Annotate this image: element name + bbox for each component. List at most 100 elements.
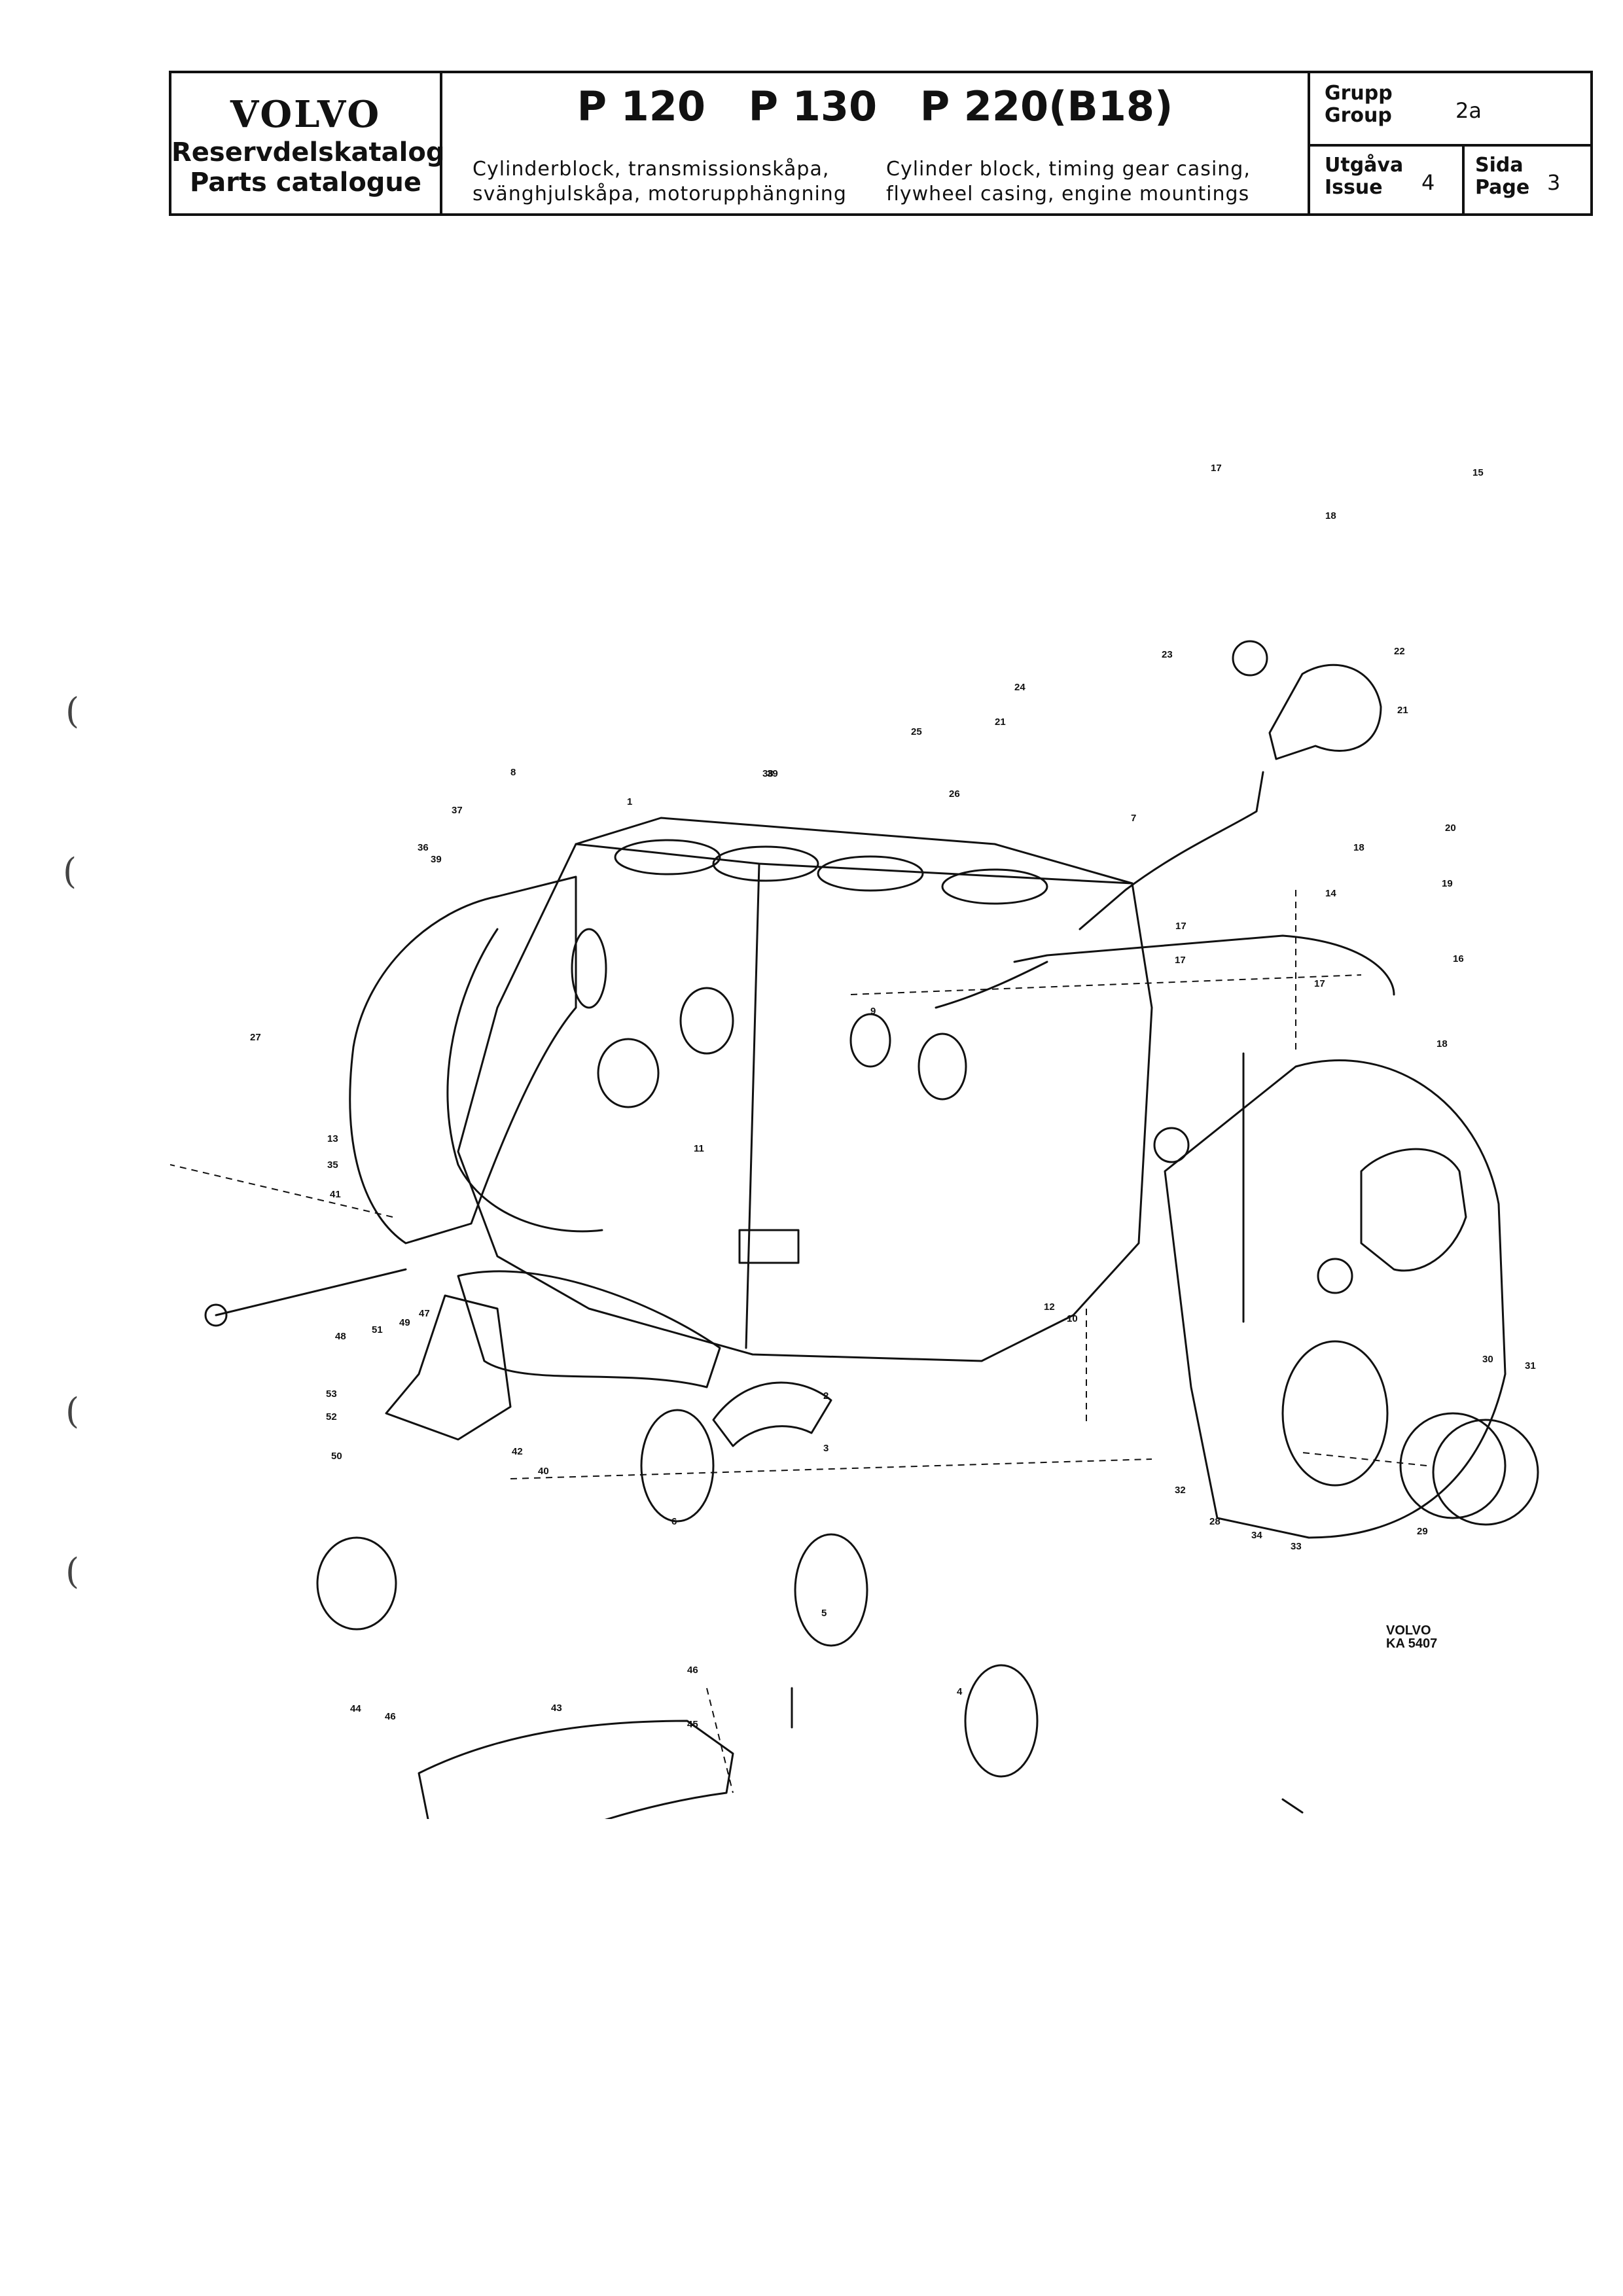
part-callout-46: 46	[385, 1711, 396, 1722]
part-callout-3: 3	[823, 1443, 829, 1454]
part-callout-40: 40	[538, 1466, 549, 1477]
part-callout-39: 39	[767, 768, 778, 779]
part-callout-34: 34	[1251, 1530, 1262, 1541]
bore-2	[712, 845, 819, 882]
flywheel-casing	[349, 875, 577, 1245]
seal-ring-30	[1399, 1412, 1507, 1519]
part-callout-26: 26	[949, 788, 960, 800]
flywheel-casing-inner	[446, 928, 603, 1233]
model-p120: P 120	[577, 82, 706, 130]
drawing-stamp: VOLVO KA 5407	[1386, 1624, 1437, 1650]
part-callout-17: 17	[1175, 955, 1186, 966]
part-callout-15: 15	[1472, 467, 1484, 478]
model-p220: P 220(B18)	[919, 82, 1173, 130]
punch-hole-mark: (	[65, 690, 80, 732]
part-callout-42: 42	[512, 1446, 523, 1457]
page-label: Sida Page	[1475, 154, 1529, 199]
part-callout-8: 8	[510, 767, 516, 778]
oil-pan-plate	[418, 1720, 734, 1819]
part-callout-32: 32	[1175, 1485, 1186, 1496]
page-label-sv: Sida	[1475, 154, 1524, 177]
description-sv-line: svänghjulskåpa, motorupphängning	[473, 183, 847, 205]
page-value: 3	[1547, 170, 1561, 195]
part-callout-25: 25	[911, 726, 922, 737]
issue-value: 4	[1421, 170, 1435, 195]
cylinder-block-front	[745, 862, 760, 1349]
part-callout-36: 36	[418, 842, 429, 853]
part-callout-18: 18	[1436, 1038, 1448, 1050]
part-callout-28: 28	[1209, 1516, 1221, 1527]
model-list: P 120 P 130 P 220(B18)	[442, 82, 1308, 130]
part-callout-39: 39	[431, 854, 442, 865]
part-callout-11: 11	[694, 1143, 704, 1154]
punch-hole-mark: (	[65, 1390, 80, 1432]
oil-trap-16	[1360, 1148, 1467, 1272]
part-callout-27: 27	[250, 1032, 261, 1043]
part-callout-18: 18	[1325, 510, 1336, 521]
part-callout-1: 1	[627, 796, 632, 807]
group-value: 2a	[1455, 98, 1482, 123]
callout-layer: 1234567891011121314151617171717181818192…	[250, 463, 1536, 1730]
description-en: Cylinder block, timing gear casing, flyw…	[886, 157, 1251, 207]
leader-line	[1302, 1452, 1427, 1466]
part-callout-48: 48	[335, 1331, 346, 1342]
exploded-engine-diagram: 1234567891011121314151617171717181818192…	[169, 463, 1539, 1819]
part-callout-33: 33	[1291, 1541, 1302, 1552]
seal-ring-31	[1432, 1419, 1539, 1526]
vent-hose-24	[935, 961, 1048, 1009]
core-plug-4	[918, 1033, 967, 1101]
part-callout-52: 52	[326, 1411, 337, 1422]
leader-line	[510, 1458, 1152, 1479]
part-callout-21: 21	[995, 716, 1006, 728]
bolt-33	[1281, 1798, 1304, 1814]
core-plug-1	[571, 928, 607, 1009]
part-callout-17: 17	[1211, 463, 1222, 474]
stamp-brand: VOLVO	[1386, 1623, 1431, 1638]
dipstick-27	[215, 1268, 407, 1316]
dipstick-handle	[204, 1303, 228, 1327]
part-callout-30: 30	[1482, 1354, 1493, 1365]
catalog-title-en: Parts catalogue	[189, 168, 422, 198]
description-en-line: flywheel casing, engine mountings	[886, 183, 1250, 205]
part-callout-49: 49	[399, 1317, 410, 1328]
bearing-cap-2	[712, 1381, 832, 1447]
leader-line	[850, 974, 1362, 995]
part-callout-31: 31	[1525, 1360, 1536, 1371]
bore-1	[614, 839, 721, 875]
part-callout-13: 13	[327, 1133, 338, 1144]
part-callout-7: 7	[1131, 813, 1136, 824]
model-p130: P 130	[748, 82, 878, 130]
part-callout-19: 19	[1442, 878, 1453, 889]
part-callout-14: 14	[1325, 888, 1336, 899]
volvo-logo: VOLVO	[230, 93, 382, 136]
gasket-17a	[1232, 640, 1268, 677]
bearing-6	[640, 1409, 715, 1523]
issue-page-divider	[1462, 144, 1465, 213]
part-callout-10: 10	[1067, 1313, 1078, 1324]
gasket-17b	[1153, 1127, 1190, 1163]
title-block: VOLVO Reservdelskatalog Parts catalogue …	[169, 71, 1593, 216]
part-callout-21: 21	[1397, 705, 1408, 716]
group-box: Grupp Group 2a	[1310, 73, 1590, 147]
issue-label-en: Issue	[1325, 176, 1383, 199]
part-callout-35: 35	[327, 1159, 338, 1171]
description-sv: Cylinderblock, transmissionskåpa, svängh…	[473, 157, 847, 207]
part-callout-53: 53	[326, 1388, 337, 1400]
part-callout-4: 4	[957, 1686, 963, 1697]
part-callout-22: 22	[1394, 646, 1405, 657]
group-label: Grupp Group	[1325, 82, 1393, 127]
cylinder-block	[457, 817, 1153, 1362]
page-label-en: Page	[1475, 176, 1530, 199]
description-sv-line: Cylinderblock, transmissionskåpa,	[473, 158, 830, 181]
part-callout-51: 51	[372, 1324, 383, 1335]
block-plate	[738, 1229, 800, 1264]
oil-filler-cap	[1268, 663, 1382, 760]
part-callout-16: 16	[1453, 953, 1464, 964]
issue-label-sv: Utgåva	[1325, 154, 1404, 177]
part-callout-17: 17	[1175, 921, 1186, 932]
leader-line	[169, 1164, 393, 1218]
brand-cell: VOLVO Reservdelskatalog Parts catalogue	[171, 73, 444, 213]
description-en-line: Cylinder block, timing gear casing,	[886, 158, 1251, 181]
group-label-sv: Grupp	[1325, 82, 1393, 105]
title-cell: P 120 P 130 P 220(B18) Cylinderblock, tr…	[442, 73, 1310, 213]
